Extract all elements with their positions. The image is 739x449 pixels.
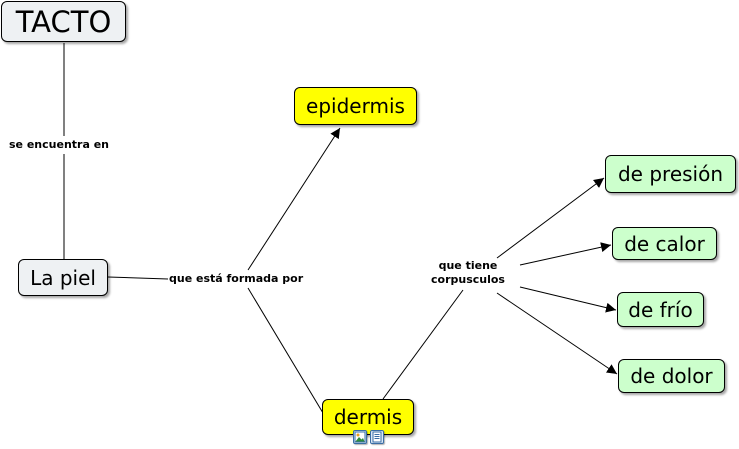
concept-tacto[interactable]: TACTO: [1, 1, 126, 42]
concept-epidermis-label: epidermis: [306, 94, 405, 118]
concept-de-dolor[interactable]: de dolor: [618, 359, 725, 393]
concept-la-piel-label: La piel: [30, 265, 96, 290]
link-se-encuentra-en[interactable]: se encuentra en: [9, 138, 109, 152]
document-resource-icon[interactable]: [370, 430, 384, 444]
concept-de-frio[interactable]: de frío: [617, 292, 704, 327]
concept-de-presion[interactable]: de presión: [605, 155, 736, 193]
line-label-epidermis: [247, 127, 341, 271]
concept-de-calor-label: de calor: [624, 231, 705, 256]
image-resource-icon[interactable]: [353, 430, 367, 444]
link-que-tiene-line1: que tiene: [438, 259, 498, 272]
link-que-tiene-line2: corpusculos: [431, 273, 505, 286]
concept-de-presion-label: de presión: [617, 162, 724, 186]
line-label-frio: [519, 286, 617, 313]
concept-epidermis[interactable]: epidermis: [294, 87, 417, 125]
line-label-dermis: [247, 287, 324, 414]
concept-tacto-label: TACTO: [15, 4, 112, 39]
link-que-esta-formada-por[interactable]: que está formada por: [169, 272, 304, 286]
concept-de-dolor-label: de dolor: [630, 364, 713, 388]
concept-la-piel[interactable]: La piel: [18, 259, 108, 296]
concept-de-frio-label: de frío: [628, 297, 693, 322]
line-dermis-label: [382, 289, 464, 400]
line-label-calor: [519, 242, 612, 266]
concept-dermis-label: dermis: [333, 405, 403, 429]
concept-dermis[interactable]: dermis: [322, 399, 414, 435]
link-que-tiene-corpusculos[interactable]: que tiene corpusculos: [431, 259, 505, 287]
concept-de-calor[interactable]: de calor: [612, 227, 717, 260]
line-lapiel-label: [107, 276, 169, 280]
line-label-dolor: [496, 292, 618, 375]
line-label-presion: [496, 177, 605, 259]
